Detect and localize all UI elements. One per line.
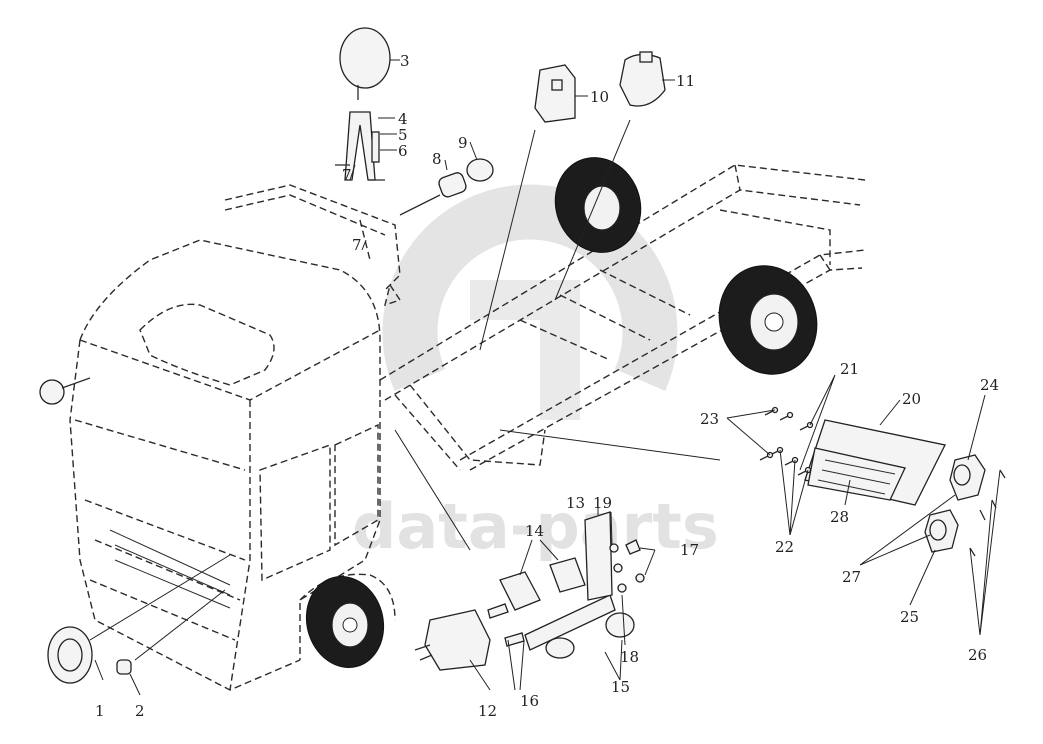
rear-wheel-upper <box>554 157 642 253</box>
socket-24 <box>949 454 986 501</box>
front-wheel <box>305 575 385 669</box>
callout-6: 6 <box>398 142 408 160</box>
chassis-frame <box>379 164 866 471</box>
sensor-2 <box>116 659 132 675</box>
bolts-14 <box>499 557 586 611</box>
callout-8: 8 <box>432 150 442 168</box>
callout-11: 11 <box>676 72 695 90</box>
connector-parts <box>399 158 494 216</box>
callout-2: 2 <box>135 702 145 720</box>
truck-cab <box>69 239 396 691</box>
lamp-housing-20 <box>804 419 946 506</box>
callout-7-lower: 7 <box>352 236 362 254</box>
socket-25 <box>924 509 959 553</box>
valve-11 <box>619 51 666 107</box>
side-mirror <box>39 377 91 405</box>
valve-10 <box>534 64 576 123</box>
rear-wheel-lower <box>718 265 818 375</box>
mounting-plate <box>524 511 616 651</box>
callout-labels: 3 4 5 6 7 7 8 9 10 11 1 2 12 13 14 15 16… <box>95 52 999 720</box>
callout-22: 22 <box>775 538 794 556</box>
horn <box>47 626 93 684</box>
callout-23: 23 <box>700 410 719 428</box>
callout-19: 19 <box>593 494 612 512</box>
callout-25: 25 <box>900 608 919 626</box>
callout-13: 13 <box>566 494 585 512</box>
callout-9: 9 <box>458 134 468 152</box>
callout-15: 15 <box>611 678 630 696</box>
callout-5: 5 <box>398 126 408 144</box>
watermark-logo <box>382 184 678 420</box>
callout-16: 16 <box>520 692 539 710</box>
callout-14: 14 <box>525 522 544 540</box>
screws-21-23 <box>759 406 814 476</box>
callout-10: 10 <box>590 88 609 106</box>
leader-lines <box>89 59 1001 696</box>
callout-24: 24 <box>980 376 999 394</box>
callout-27: 27 <box>842 568 861 586</box>
callout-20: 20 <box>902 390 921 408</box>
callout-12: 12 <box>478 702 497 720</box>
callout-21: 21 <box>840 360 859 378</box>
screws-26 <box>969 469 1006 557</box>
studs-16 <box>487 603 525 647</box>
callout-17: 17 <box>680 541 699 559</box>
callout-28: 28 <box>830 508 849 526</box>
nuts-15 <box>545 612 635 659</box>
watermark-text: data-parts <box>352 490 719 563</box>
callout-3: 3 <box>400 52 410 70</box>
callout-7-upper: 7 <box>342 166 352 184</box>
callout-4: 4 <box>398 110 408 128</box>
beacon-lamp <box>335 27 391 181</box>
callout-1: 1 <box>95 702 105 720</box>
callout-18: 18 <box>620 648 639 666</box>
washers-17-19 <box>609 539 645 593</box>
callout-26: 26 <box>968 646 987 664</box>
bracket-assembly <box>224 184 402 307</box>
relay-12 <box>414 609 491 671</box>
